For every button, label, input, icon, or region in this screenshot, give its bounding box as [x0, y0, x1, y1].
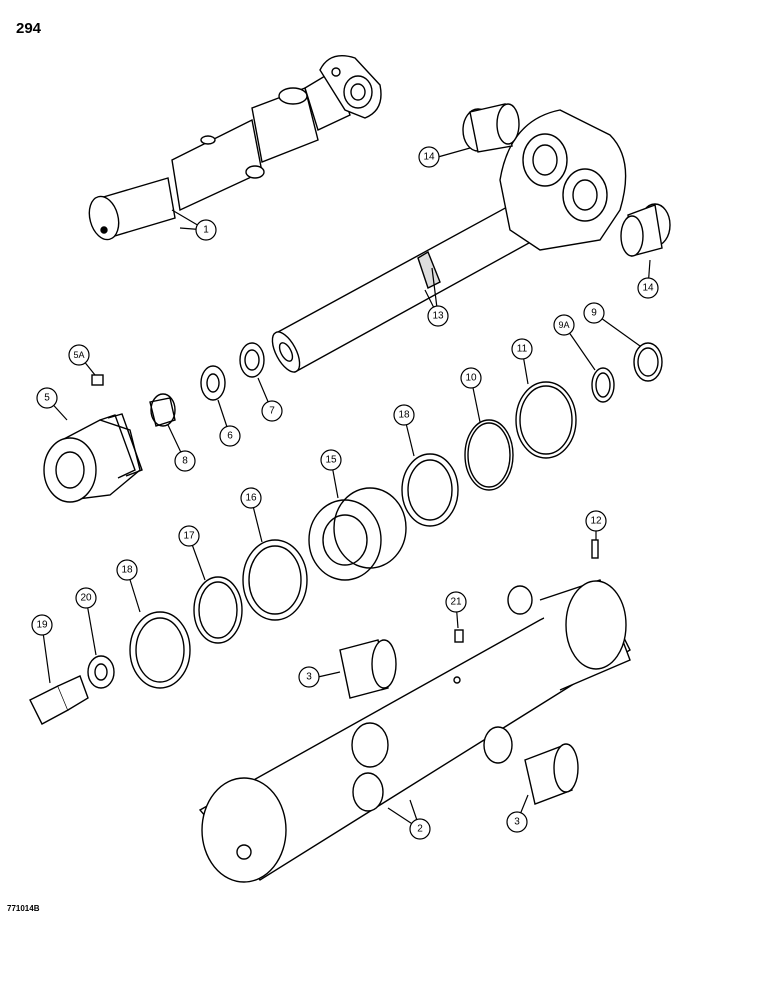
callout-20: 20 [80, 593, 92, 604]
callout-18-upper: 18 [398, 410, 410, 421]
callout-19: 19 [36, 620, 48, 631]
callout-5a: 5A [73, 350, 84, 360]
small-seals [149, 342, 663, 427]
cylinder-barrel [198, 539, 631, 883]
piston-rod [271, 109, 627, 373]
callout-9a: 9A [558, 320, 569, 330]
callout-3-left: 3 [306, 672, 312, 683]
plug-and-washer [29, 655, 115, 725]
callout-21: 21 [450, 597, 462, 608]
gland [43, 374, 143, 503]
callout-16: 16 [245, 493, 257, 504]
assembled-cylinder-thumbnail [88, 55, 382, 241]
callout-14-top: 14 [423, 152, 435, 163]
callout-13: 13 [432, 311, 444, 322]
callout-labels: 1 2 3 3 5 5A 6 7 8 9 9A 10 11 12 13 14 1… [36, 152, 654, 835]
piston-and-rings [129, 381, 577, 689]
callout-9: 9 [591, 308, 597, 319]
callout-11: 11 [517, 344, 528, 355]
callout-14-right: 14 [642, 283, 654, 294]
callout-7: 7 [269, 406, 275, 417]
callout-1: 1 [203, 225, 209, 236]
bushing-pair-14 [462, 103, 671, 257]
callout-18-lower: 18 [121, 565, 133, 576]
page-number: 294 [16, 20, 42, 37]
callout-6: 6 [227, 431, 233, 442]
callout-3-right: 3 [514, 817, 520, 828]
callout-5: 5 [44, 393, 50, 404]
callout-markers [31, 146, 659, 840]
bushing-pair-3 [339, 639, 579, 805]
drawing-number: 771014B [7, 904, 40, 913]
callout-10: 10 [465, 373, 477, 384]
callout-2: 2 [417, 824, 423, 835]
callout-17: 17 [183, 531, 195, 542]
callout-15: 15 [325, 455, 337, 466]
callout-8: 8 [182, 456, 188, 467]
callout-12: 12 [590, 516, 602, 527]
